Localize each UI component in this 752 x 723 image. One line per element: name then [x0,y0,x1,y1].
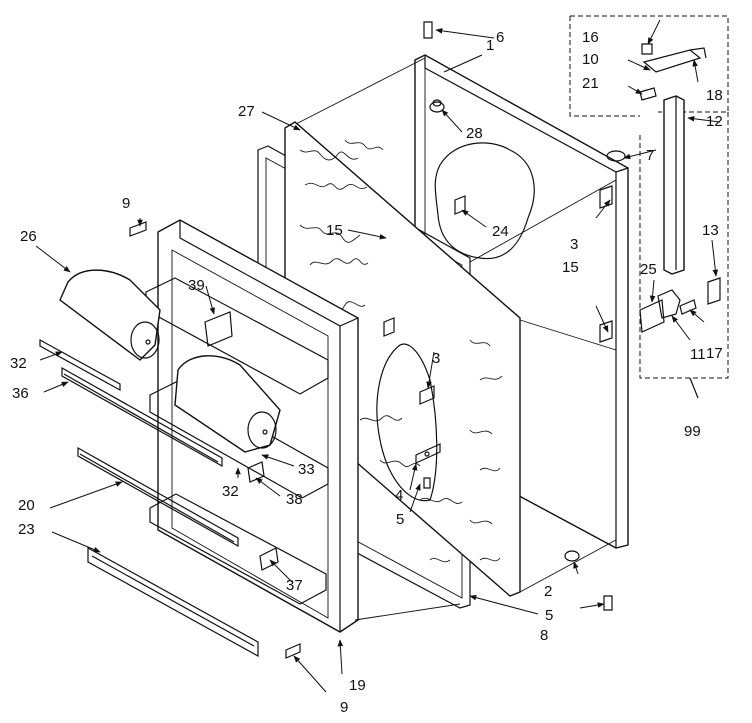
label-16: 16 [582,29,599,46]
label-26: 26 [20,228,37,245]
label-25: 25 [640,261,657,278]
label-3a: 3 [570,236,578,253]
label-4: 4 [395,487,403,504]
shelf-bars [39,338,259,658]
label-33: 33 [298,461,315,478]
label-8: 8 [540,627,548,644]
label-38: 38 [286,491,303,508]
part-labels: 1 2 3 3 4 5 5 6 7 8 9 9 10 11 12 13 15 1… [10,29,723,716]
label-27: 27 [238,103,255,120]
label-36: 36 [12,385,29,402]
label-19: 19 [349,677,366,694]
label-15b: 15 [562,259,579,276]
label-28: 28 [466,125,483,142]
label-5b: 5 [545,607,553,624]
leader-lines [35,19,721,693]
hinge-kit-box [569,15,729,379]
label-37: 37 [286,577,303,594]
label-15a: 15 [326,222,343,239]
label-39: 39 [188,277,205,294]
label-24: 24 [492,223,509,240]
label-32a: 32 [10,355,27,372]
label-23: 23 [18,521,35,538]
label-17: 17 [706,345,723,362]
label-18: 18 [706,87,723,104]
label-99: 99 [684,423,701,440]
label-6: 6 [496,29,504,46]
label-11: 11 [690,346,706,363]
label-7: 7 [646,147,654,164]
label-10: 10 [582,51,599,68]
label-21: 21 [582,75,599,92]
label-9a: 9 [122,195,130,212]
label-13: 13 [702,222,719,239]
label-2: 2 [544,583,552,600]
label-3b: 3 [432,350,440,367]
label-20: 20 [18,497,35,514]
label-12: 12 [706,113,723,130]
label-32b: 32 [222,483,239,500]
label-5a: 5 [396,511,404,528]
label-1: 1 [486,37,494,54]
label-9b: 9 [340,699,348,716]
